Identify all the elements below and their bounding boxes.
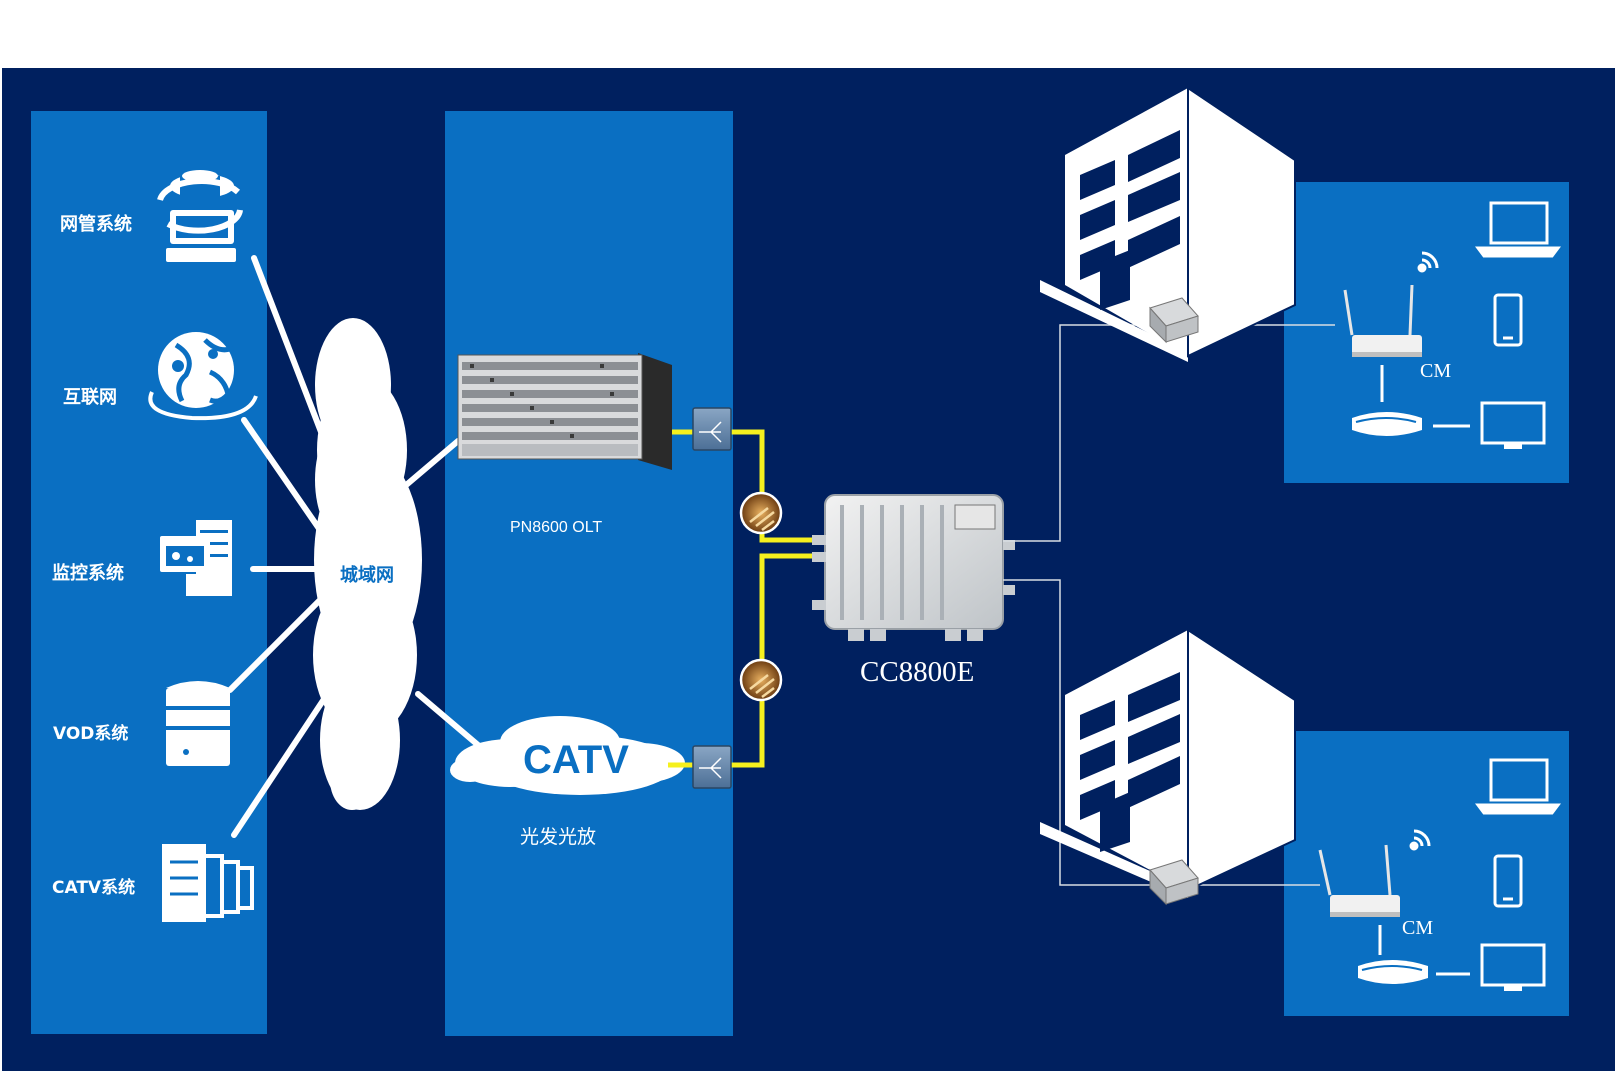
tv-monitor-icon [1480,943,1546,991]
catv-cloud-label: CATV [523,738,629,782]
building-bottom [1040,628,1296,898]
center-panel [445,111,733,1036]
cm-label-bottom: CM [1402,917,1434,939]
vod-server-icon [166,681,230,766]
cm-label-top: CM [1420,360,1452,382]
tap-box-bottom [1149,859,1199,906]
label-network-management: 网管系统 [60,214,132,235]
label-catv-system: CATV系统 [52,878,136,898]
label-vod: VOD系统 [53,724,129,744]
building-top [1040,86,1296,362]
monitoring-server-icon [160,520,232,596]
smartphone-icon [1493,854,1523,908]
catv-rack-icon [162,844,254,922]
fiber-coupler-lower [739,658,783,702]
olt-chassis [457,353,672,470]
wifi-router [1343,284,1422,357]
home-network-top [1343,201,1561,449]
optical-label: 光发光放 [520,826,597,848]
laptop-icon [1475,758,1561,815]
olt-label: PN8600 OLT [510,519,603,536]
optical-splitter-upper [692,407,732,451]
label-internet: 互联网 [63,387,117,408]
metro-cloud-label: 城域网 [340,565,394,586]
metro-cloud [313,318,422,810]
cable-modem [1352,412,1422,436]
smartphone-icon [1493,293,1523,347]
wifi-icon [1409,829,1431,851]
laptop-icon [1475,201,1561,258]
node-label: CC8800E [860,656,975,688]
fiber-coupler-upper [739,491,783,535]
label-monitoring: 监控系统 [52,563,124,584]
cloud-to-equipment-links [402,438,481,748]
globe-internet-icon [148,332,258,421]
management-workstation-icon [157,170,243,262]
optical-splitter-lower [692,745,732,789]
wifi-icon [1417,251,1439,273]
tv-monitor-icon [1480,401,1546,449]
wifi-router [1318,844,1400,917]
system-links [227,255,333,838]
home-panel-top [1284,182,1569,483]
cable-modem [1358,960,1428,984]
catv-cloud [450,716,685,795]
tap-box-top [1149,297,1199,344]
cc8800e-node [812,494,1015,641]
home-network-bottom [1318,758,1561,991]
